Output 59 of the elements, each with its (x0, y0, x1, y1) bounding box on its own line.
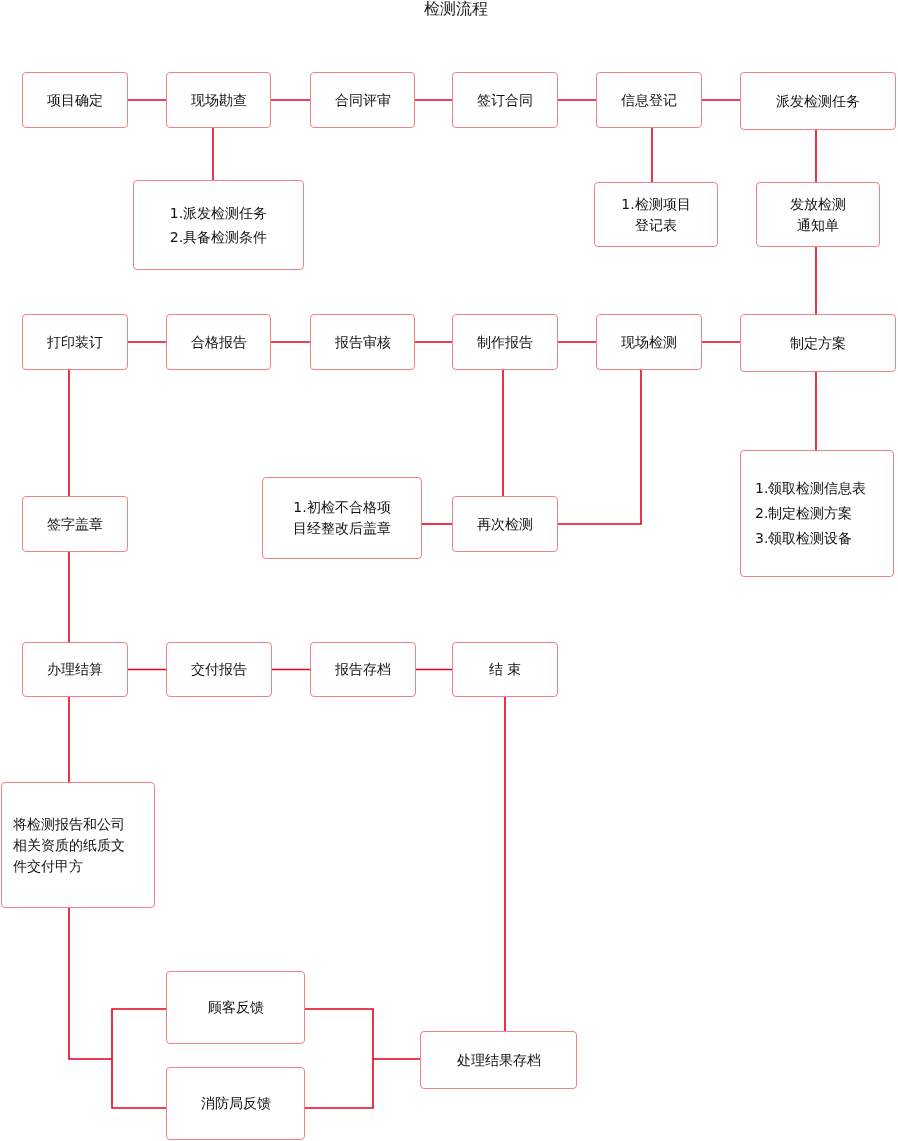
process-box: 打印装订 (22, 314, 128, 370)
connector-line (127, 668, 167, 671)
process-box: 现场检测 (596, 314, 702, 370)
connector-line (701, 341, 741, 343)
connector-line (270, 341, 311, 343)
note-box: 1.检测项目登记表 (594, 182, 718, 247)
process-box: 报告存档 (310, 642, 416, 697)
connector-line (557, 369, 642, 525)
title: 检测流程 (424, 0, 488, 18)
connector-line (502, 369, 504, 497)
connector-line (127, 99, 167, 101)
connector-line (68, 369, 70, 497)
connector-line (127, 341, 167, 343)
process-box: 结 束 (452, 642, 558, 697)
note-text: 1.领取检测信息表 (755, 479, 867, 498)
note-box (740, 450, 894, 577)
process-box: 签字盖章 (22, 496, 128, 552)
connector-line (557, 99, 597, 101)
connector-line (414, 341, 453, 343)
process-box: 处理结果存档 (420, 1031, 577, 1089)
note-text: 2.制定检测方案 (755, 504, 853, 523)
process-box: 消防局反馈 (166, 1067, 305, 1140)
connector-line (421, 523, 453, 525)
process-box: 制作报告 (452, 314, 558, 370)
connector-line (557, 341, 597, 343)
note-text: 3.领取检测设备 (755, 529, 853, 548)
connector-line (415, 668, 453, 671)
connector-line (304, 1008, 421, 1109)
connector-line (68, 696, 70, 783)
note-box: 将检测报告和公司相关资质的纸质文件交付甲方 (1, 782, 155, 908)
process-box: 现场勘查 (166, 72, 271, 128)
note-box: 1.初检不合格项目经整改后盖章 (262, 477, 422, 559)
process-box: 签订合同 (452, 72, 558, 128)
process-box: 顾客反馈 (166, 971, 305, 1044)
connector-line (651, 127, 653, 183)
process-box: 再次检测 (452, 496, 558, 552)
connector-line (68, 551, 70, 643)
process-box: 制定方案 (740, 314, 896, 372)
connector-line (212, 127, 214, 181)
connector-line (271, 668, 311, 671)
process-box: 交付报告 (166, 642, 272, 697)
process-box: 项目确定 (22, 72, 128, 128)
connector-line (504, 696, 506, 1032)
connector-line (815, 246, 817, 315)
process-box: 派发检测任务 (740, 72, 896, 130)
connector-line (815, 371, 817, 451)
connector-line (701, 99, 741, 101)
connector-line (414, 99, 453, 101)
process-box: 信息登记 (596, 72, 702, 128)
connector-line (270, 99, 311, 101)
process-box: 报告审核 (310, 314, 415, 370)
process-box: 合同评审 (310, 72, 415, 128)
note-box (133, 180, 304, 270)
note-text: 2.具备检测条件 (169, 227, 268, 247)
note-text: 1.派发检测任务 (169, 203, 268, 223)
connector-line (815, 129, 817, 183)
process-box: 合格报告 (166, 314, 271, 370)
process-box: 办理结算 (22, 642, 128, 697)
process-box: 发放检测通知单 (756, 182, 880, 247)
